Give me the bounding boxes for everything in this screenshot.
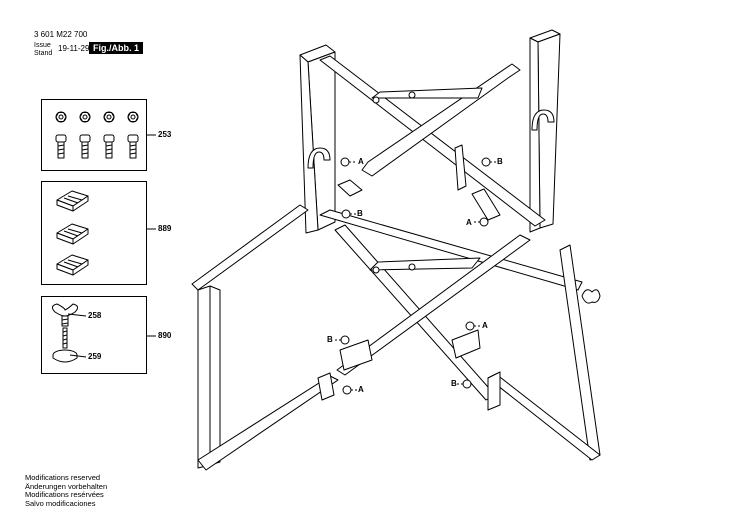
nut-bolt-set: [55, 111, 139, 159]
issue-stand-label: Issue Stand: [34, 42, 52, 58]
stand-label: Stand: [34, 50, 53, 57]
modifications-note: Modifications reserved Änderungen vorbeh…: [25, 473, 108, 508]
part-number: 3 601 M22 700: [34, 30, 88, 39]
note-line: Modifications resérvées: [25, 490, 104, 500]
callout-b-2: B: [357, 209, 363, 218]
callout-b-3: B: [327, 335, 333, 344]
figure-label: Fig./Abb. 1: [89, 42, 143, 54]
callout-b-4: B: [451, 379, 457, 388]
callout-253: 253: [158, 130, 172, 139]
callout-a-4: A: [358, 385, 364, 394]
callout-890: 890: [158, 331, 172, 340]
callout-a-1: A: [358, 157, 364, 166]
note-line: Modifications reserved: [25, 473, 101, 482]
callout-889: 889: [158, 224, 172, 233]
callout-b-1: B: [497, 157, 503, 166]
callout-259: 259: [88, 352, 102, 361]
note-line: Salvo modificaciones: [25, 498, 96, 508]
foot-set: [51, 303, 87, 363]
callout-a-3: A: [482, 321, 488, 330]
callout-a-2: A: [466, 218, 472, 227]
issue-label: Issue: [34, 42, 51, 49]
callout-258: 258: [88, 311, 102, 320]
bracket-set: [56, 190, 89, 276]
issue-date: 19-11-29: [58, 44, 90, 53]
note-line: Änderungen vorbehalten: [25, 481, 108, 491]
stand-frame: [191, 29, 601, 471]
